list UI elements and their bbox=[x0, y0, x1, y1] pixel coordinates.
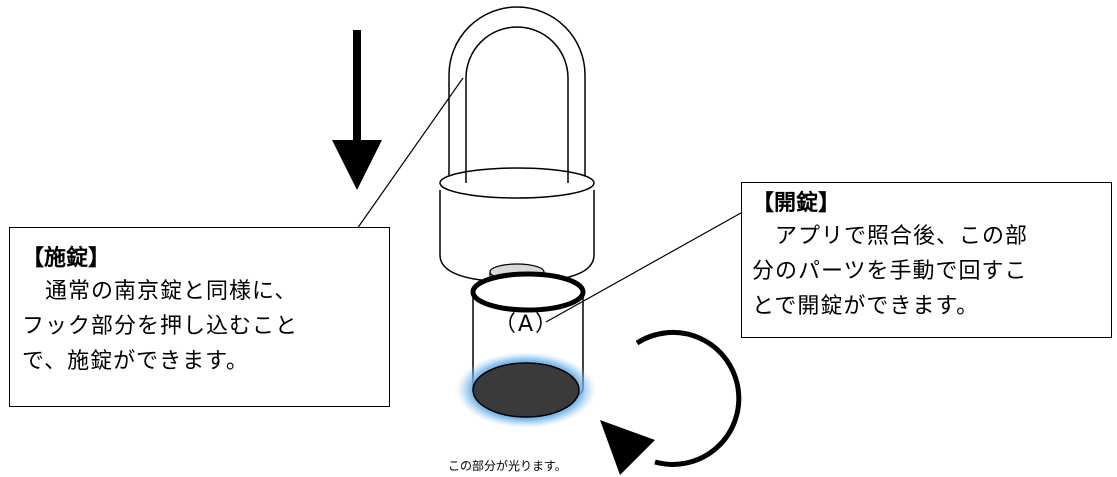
lock-text-line-1: 通常の南京錠と同様に、 bbox=[22, 279, 298, 304]
lock-text-line-3: で、施錠ができます。 bbox=[22, 349, 249, 374]
part-a-label: （A） bbox=[494, 312, 560, 337]
lock-text-line-2: フック部分を押し込むこと bbox=[22, 314, 299, 339]
unlock-leader-line bbox=[545, 203, 758, 323]
padlock-body bbox=[439, 167, 595, 283]
glowing-base bbox=[456, 352, 596, 428]
unlock-heading: 【開錠】 bbox=[752, 191, 841, 216]
unlock-text-line-1: アプリで照合後、この部 bbox=[752, 224, 1029, 249]
lock-heading: 【施錠】 bbox=[22, 246, 111, 271]
unlock-text-line-2: 分のパーツを手動で回すこ bbox=[752, 259, 1028, 284]
glow-caption: この部分が光ります。 bbox=[448, 459, 567, 473]
lock-leader-line bbox=[351, 77, 464, 237]
rotate-arrow-icon bbox=[600, 329, 742, 475]
lock-callout: 【施錠】 通常の南京錠と同様に、 フック部分を押し込むこと で、施錠ができます。 bbox=[9, 227, 390, 407]
unlock-callout: 【開錠】 アプリで照合後、この部 分のパーツを手動で回すこ とで開錠ができます。 bbox=[741, 182, 1112, 338]
down-arrow-icon bbox=[332, 30, 382, 190]
padlock-shackle bbox=[448, 6, 586, 180]
unlock-text-line-3: とで開錠ができます。 bbox=[752, 294, 980, 319]
